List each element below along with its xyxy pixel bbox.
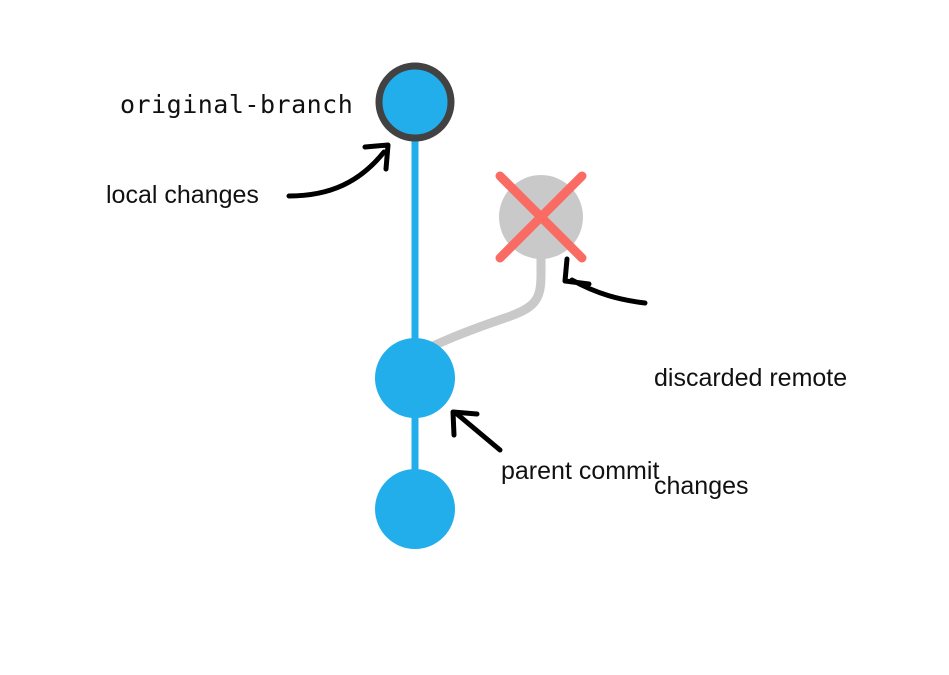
parent-commit-arrow-icon — [450, 409, 503, 453]
commit-node-parent[interactable] — [375, 338, 455, 418]
discarded-changes-arrow-icon — [562, 256, 648, 306]
parent-commit-label: parent commit — [501, 457, 660, 485]
branch-name-label: original-branch — [120, 90, 354, 119]
discarded-remote-changes-line2: changes — [654, 472, 749, 500]
discarded-remote-changes-line1: discarded remote — [654, 364, 848, 392]
local-changes-arrow-icon — [286, 142, 391, 199]
discarded-remote-changes-label: discarded remote changes — [654, 288, 847, 576]
edge-discarded-to-parent — [419, 253, 546, 355]
cross-out-icon — [495, 171, 587, 263]
commit-node-grandparent[interactable] — [375, 469, 455, 549]
commit-node-branch-head[interactable] — [375, 62, 455, 142]
local-changes-label: local changes — [106, 181, 259, 209]
